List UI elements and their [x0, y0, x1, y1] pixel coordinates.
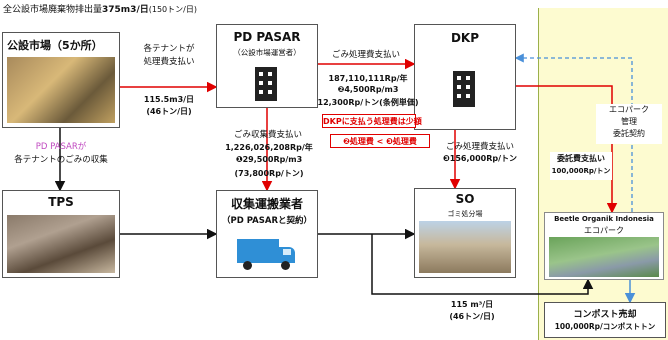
tps-title: TPS	[48, 195, 74, 209]
ecopark-photo	[549, 237, 659, 277]
collect-line3: (73,800Rp/トン)	[234, 169, 304, 178]
note-dkp-fee: DKPに支払う処理費は少額	[322, 114, 422, 128]
market-pay-line4: (46トン/日)	[146, 107, 192, 116]
title-prefix: 全公設市場廃棄物排出量	[3, 5, 103, 15]
ecopark-fee-value: 100,000Rp/トン	[551, 167, 611, 175]
market-pay-line3: 115.5m3/日	[143, 95, 195, 104]
pd-dkp-line2: ❷4,500Rp/m3	[337, 85, 399, 94]
so-caption: ゴミ処分場	[447, 210, 483, 218]
title-amount: 375m3/日	[102, 5, 149, 15]
market-pay-line1: 各テナントが	[143, 44, 195, 54]
title-suffix: (150トン/日)	[148, 5, 197, 14]
compost-value: 100,000Rp/コンポストトン	[554, 322, 656, 331]
note-dkp-fee-text: DKPに支払う処理費は少額	[323, 117, 422, 126]
ecopark-mgmt-label: エコパーク 管理 委託契約	[596, 104, 662, 144]
collector-subtitle: （PD PASARと契約）	[221, 216, 313, 226]
note-fee-compare-text: ❷処理費 < ❸処理費	[343, 137, 417, 146]
pd-pasar-subtitle: （公設市場運営者）	[233, 48, 301, 57]
ecopark-name: エコパーク	[584, 226, 624, 235]
so-box: SO ゴミ処分場	[414, 188, 516, 278]
pd-pasar-box: PD PASAR （公設市場運営者）	[216, 24, 318, 108]
building-icon	[453, 71, 475, 107]
tps-photo	[7, 215, 115, 273]
ecopark-mgmt-line2: 管理	[621, 117, 637, 126]
market-pay-line2: 処理費支払い	[143, 57, 195, 67]
ecopark-company: Beetle Organik Indonesia	[554, 215, 654, 223]
ecopark-box: Beetle Organik Indonesia エコパーク	[544, 212, 664, 280]
arrow-dkp-to-ecopark	[514, 85, 618, 214]
tps-box: TPS	[2, 190, 120, 278]
arrow-collector-to-ecopark	[371, 234, 594, 295]
so-title: SO	[455, 192, 475, 206]
collector-box: 収集運搬業者 （PD PASARと契約）	[216, 190, 318, 278]
pd-pasar-title: PD PASAR	[233, 30, 301, 44]
pd-dkp-title: ごみ処理費支払い	[331, 50, 400, 60]
pd-collect-line2: 各テナントのごみの収集	[14, 155, 108, 165]
dkp-so-title: ごみ処理費支払い	[445, 142, 514, 152]
waste-line2: (46トン/日)	[449, 312, 495, 321]
compost-title: コンポスト売却	[573, 310, 637, 320]
pd-dkp-line1: 187,110,111Rp/年	[328, 74, 408, 83]
collect-line1: 1,226,026,208Rp/年	[225, 143, 313, 152]
pd-dkp-line3: 12,300Rp/トン(条例単価)	[317, 98, 419, 107]
note-fee-compare: ❷処理費 < ❸処理費	[330, 134, 430, 148]
collector-title: 収集運搬業者	[230, 197, 303, 211]
collect-title: ごみ収集費支払い	[233, 130, 302, 140]
arrow-ecopark-to-dkp	[514, 53, 633, 212]
dkp-so-line1: ❸156,000Rp/トン	[442, 154, 518, 163]
landfill-photo	[419, 221, 511, 273]
ecopark-mgmt-line3: 委託契約	[613, 129, 645, 138]
compost-box: コンポスト売却 100,000Rp/コンポストトン	[544, 302, 666, 338]
ecopark-fee-title: 委託費支払い	[557, 154, 605, 163]
page-title: 全公設市場廃棄物排出量375m3/日(150トン/日)	[3, 2, 197, 15]
market-photo	[7, 57, 115, 123]
market-title: 公設市場（5か所）	[7, 39, 103, 52]
dkp-box: DKP	[414, 24, 516, 130]
dkp-title: DKP	[450, 31, 480, 45]
building-icon	[255, 67, 277, 101]
ecopark-fee-label: 委託費支払い 100,000Rp/トン	[550, 152, 612, 180]
waste-line1: 115 m³/日	[450, 300, 494, 309]
market-box: 公設市場（5か所）	[2, 32, 120, 128]
pd-collect-line1: PD PASARが	[35, 142, 87, 152]
ecopark-mgmt-line1: エコパーク	[609, 105, 649, 114]
collect-line2: ❶29,500Rp/m3	[235, 155, 303, 164]
truck-icon	[237, 239, 297, 270]
